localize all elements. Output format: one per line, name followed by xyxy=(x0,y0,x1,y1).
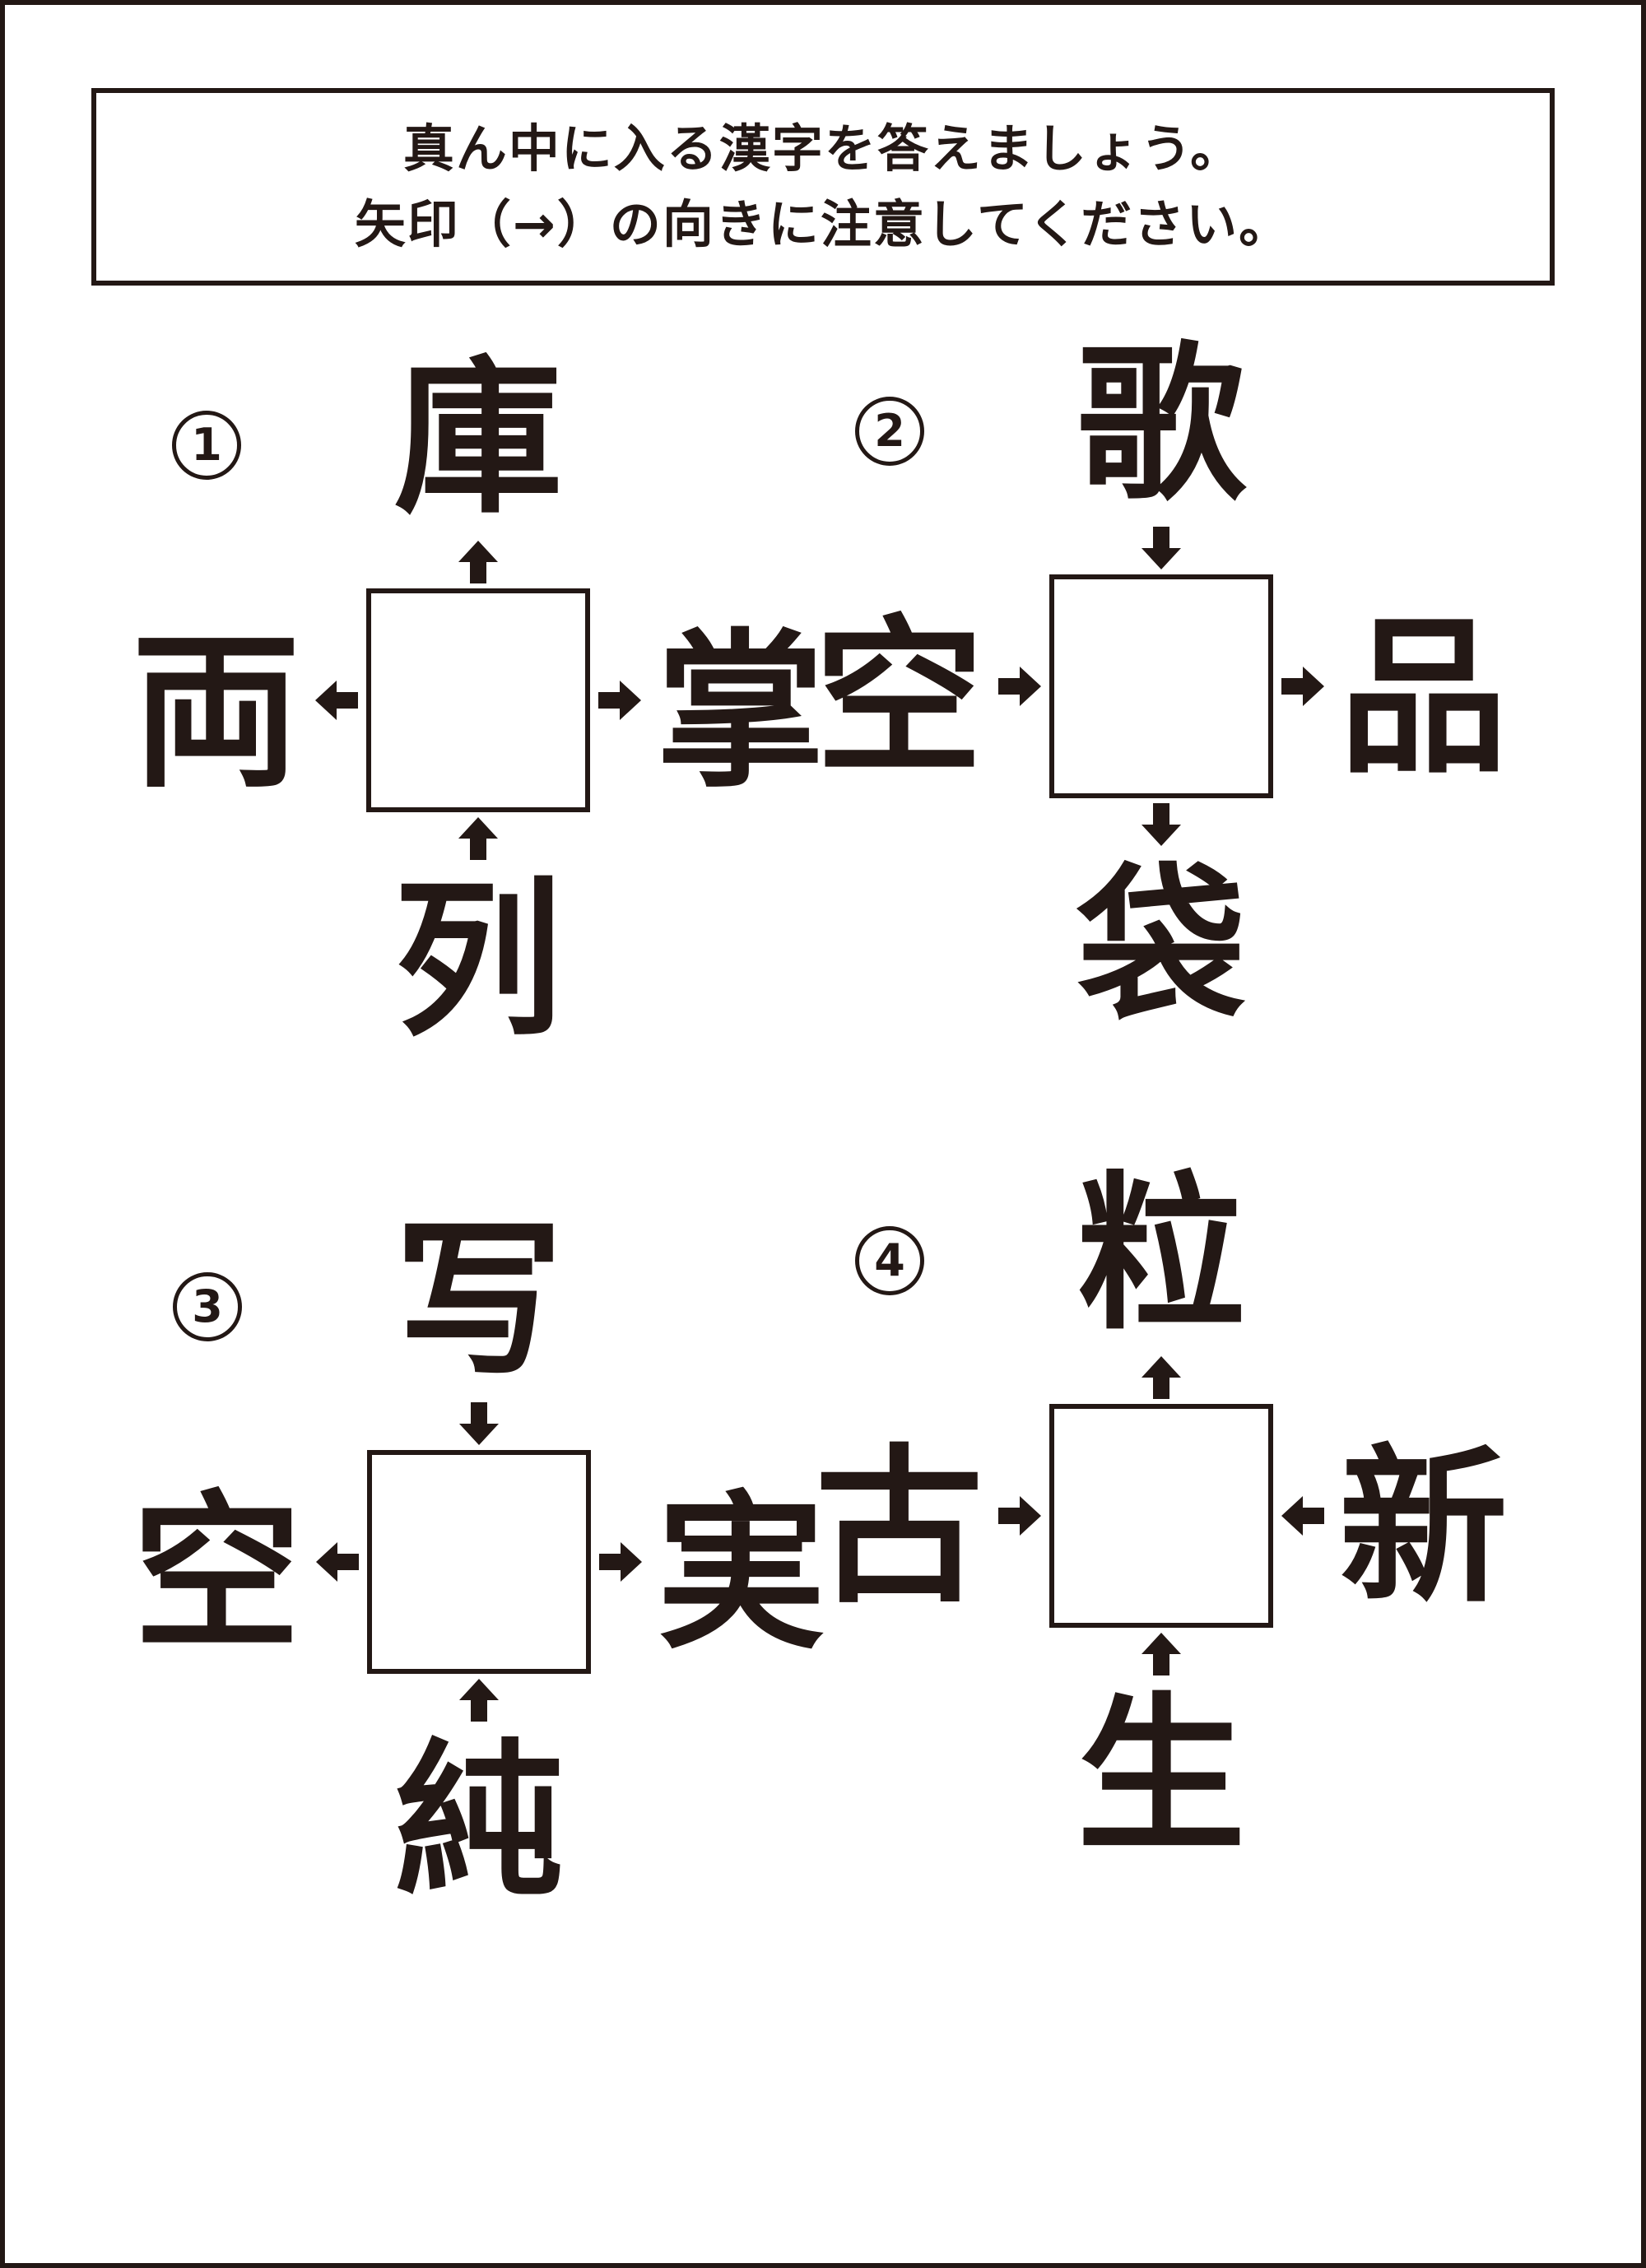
kanji-right: 新 xyxy=(1339,1430,1508,1626)
top-arrow-icon xyxy=(455,539,501,585)
puzzle-number-badge: 3 xyxy=(173,1272,242,1341)
kanji-bottom: 袋 xyxy=(1076,849,1246,1045)
answer-box[interactable] xyxy=(367,1450,591,1674)
bottom-arrow-icon xyxy=(456,1677,502,1723)
kanji-bottom: 列 xyxy=(393,863,563,1059)
right-arrow-icon xyxy=(1280,663,1326,709)
answer-box[interactable] xyxy=(1049,1404,1273,1628)
top-arrow-icon xyxy=(456,1401,502,1447)
right-arrow-icon xyxy=(1280,1493,1326,1539)
instructions-line-2: 矢印（→）の向きに注意してください。 xyxy=(354,194,1292,254)
kanji-bottom: 生 xyxy=(1076,1679,1246,1875)
puzzle-3: 3 写 空 実 純 xyxy=(109,1192,849,1932)
puzzle-number: 4 xyxy=(874,1234,905,1286)
kanji-left: 空 xyxy=(815,601,983,797)
puzzle-number-badge: 1 xyxy=(172,411,241,480)
kanji-left: 古 xyxy=(815,1430,983,1626)
kanji-left: 両 xyxy=(132,615,300,811)
puzzle-number: 3 xyxy=(192,1280,223,1332)
instructions-box: 真ん中に入る漢字を答えましょう。 矢印（→）の向きに注意してください。 xyxy=(91,88,1555,286)
kanji-right: 品 xyxy=(1339,601,1508,797)
kanji-top: 粒 xyxy=(1076,1157,1246,1353)
puzzle-number: 1 xyxy=(191,419,222,471)
puzzle-number: 2 xyxy=(874,405,905,457)
answer-box[interactable] xyxy=(366,588,590,812)
right-arrow-icon xyxy=(597,1539,644,1585)
kanji-right: 掌 xyxy=(656,615,825,811)
instructions-line-1: 真ん中に入る漢字を答えましょう。 xyxy=(402,119,1244,179)
top-arrow-icon xyxy=(1138,525,1184,571)
left-arrow-icon xyxy=(997,1493,1043,1539)
left-arrow-icon xyxy=(314,1539,360,1585)
puzzle-1: 1 庫 両 掌 列 xyxy=(108,330,849,1071)
kanji-right: 実 xyxy=(657,1476,825,1672)
kanji-left: 空 xyxy=(133,1476,301,1672)
puzzle-number-badge: 4 xyxy=(855,1226,924,1295)
bottom-arrow-icon xyxy=(455,816,501,862)
puzzle-4: 4 粒 古 新 生 xyxy=(791,1146,1532,1886)
kanji-top: 写 xyxy=(394,1203,564,1399)
bottom-arrow-icon xyxy=(1138,1631,1184,1677)
top-arrow-icon xyxy=(1138,1355,1184,1401)
answer-box[interactable] xyxy=(1049,574,1273,798)
left-arrow-icon xyxy=(997,663,1043,709)
kanji-top: 庫 xyxy=(393,342,563,537)
kanji-bottom: 純 xyxy=(394,1725,564,1921)
puzzle-number-badge: 2 xyxy=(855,397,924,466)
bottom-arrow-icon xyxy=(1138,802,1184,848)
puzzle-2: 2 歌 空 品 袋 xyxy=(791,316,1532,1057)
left-arrow-icon xyxy=(314,677,360,723)
kanji-top: 歌 xyxy=(1076,328,1246,523)
right-arrow-icon xyxy=(597,677,643,723)
